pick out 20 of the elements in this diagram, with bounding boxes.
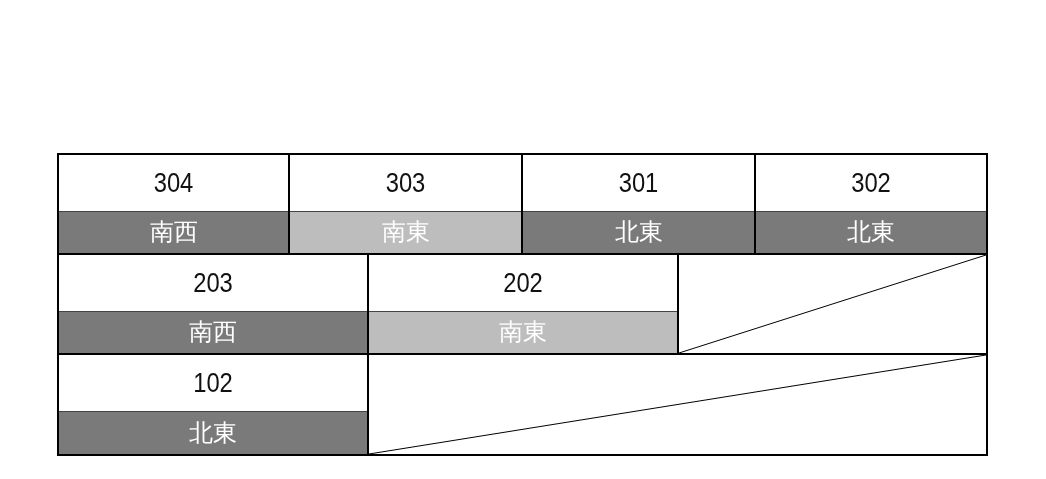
room-number: 202 <box>502 265 544 300</box>
orientation-label: 南東 <box>369 310 677 353</box>
orientation-label: 南西 <box>59 310 367 353</box>
room-number: 102 <box>192 366 234 401</box>
room-cell <box>57 353 369 456</box>
orientation-label: 南東 <box>290 210 521 253</box>
room-number: 303 <box>384 165 427 200</box>
room-number: 304 <box>152 165 195 200</box>
room-cell <box>57 253 369 355</box>
orientation-label: 南西 <box>59 210 288 253</box>
room-number: 301 <box>617 165 660 200</box>
room-cell <box>57 153 290 255</box>
room-cell <box>288 153 523 255</box>
orientation-label: 北東 <box>523 210 754 253</box>
room-cell <box>521 153 756 255</box>
orientation-label: 北東 <box>756 210 986 253</box>
room-number: 203 <box>192 265 234 300</box>
room-cell <box>754 153 988 255</box>
orientation-label: 北東 <box>59 411 367 454</box>
room-number: 302 <box>850 165 892 200</box>
